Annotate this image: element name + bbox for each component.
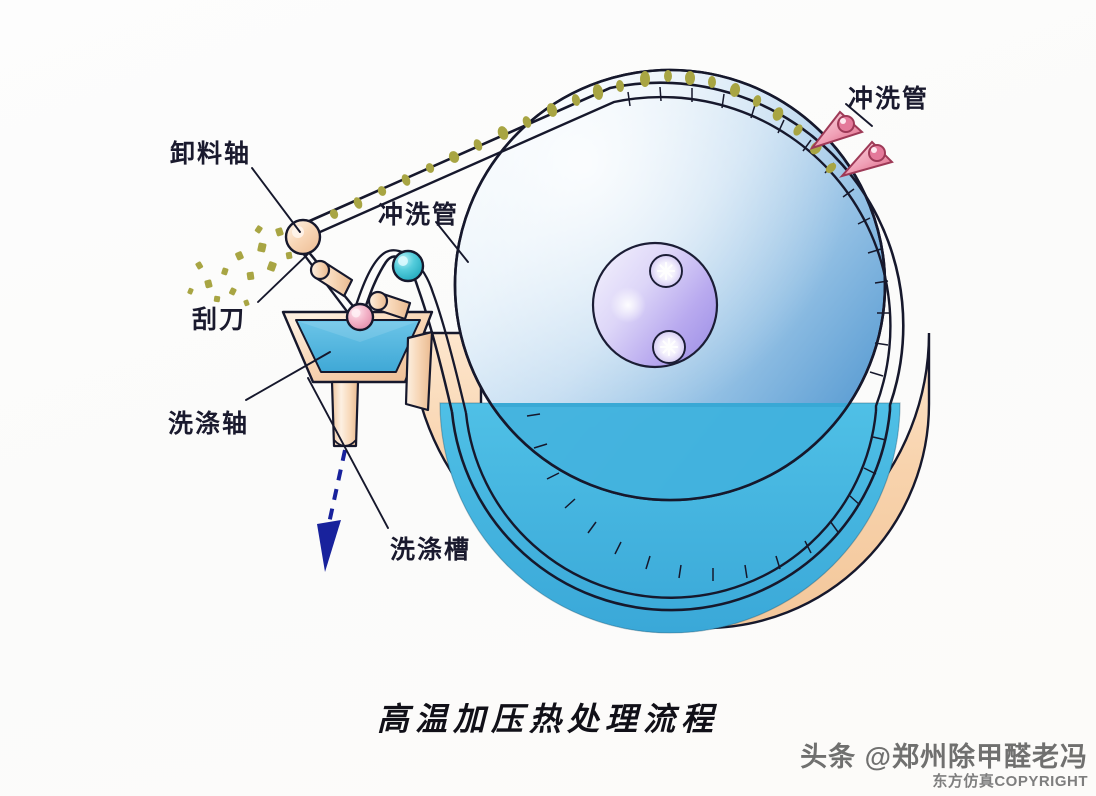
leader-discharge-shaft xyxy=(251,167,301,233)
watermark-copyright: 东方仿真COPYRIGHT xyxy=(932,772,1088,790)
roller-group xyxy=(284,218,425,332)
label-wash-trough: 洗涤槽 xyxy=(390,537,472,564)
rinse-nozzle-2 xyxy=(839,140,894,178)
drain-pipe xyxy=(330,380,360,448)
wash-roller xyxy=(345,302,375,332)
guide-roller xyxy=(391,249,425,283)
label-rinse-pipe-middle: 冲洗管 xyxy=(378,202,460,229)
rinse-nozzle-1 xyxy=(809,110,864,150)
watermark: 头条 @郑州除甲醛老冯 东方仿真COPYRIGHT xyxy=(800,742,1088,790)
hub-port-bottom xyxy=(652,330,686,364)
leader-wash-trough xyxy=(307,377,389,529)
page-title: 高温加压热处理流程 xyxy=(376,701,719,737)
watermark-handle: 头条 @郑州除甲醛老冯 xyxy=(800,741,1088,772)
leader-wash-shaft xyxy=(245,351,331,401)
label-discharge-shaft: 卸料轴 xyxy=(170,141,252,168)
label-rinse-pipe-top: 冲洗管 xyxy=(848,86,930,113)
wash-trough-assembly xyxy=(281,259,434,448)
discharge-flow-arrow xyxy=(317,449,347,572)
rinse-nozzle-group xyxy=(809,110,894,178)
leader-scraper-blade xyxy=(257,251,311,303)
label-scraper-blade: 刮刀 xyxy=(192,307,247,334)
label-wash-shaft: 洗涤轴 xyxy=(168,411,250,438)
belt-segments xyxy=(627,86,890,377)
scraper-arm-lower xyxy=(367,290,412,321)
leader-lines xyxy=(245,103,873,529)
hub-port-top xyxy=(649,254,683,288)
leader-rinse-pipe-top xyxy=(845,103,873,127)
drum-hub xyxy=(591,241,719,369)
solid-particles xyxy=(187,70,837,307)
scraper-arm-upper xyxy=(309,259,354,298)
discharge-roller xyxy=(284,218,322,256)
leader-rinse-pipe-mid xyxy=(435,221,469,263)
